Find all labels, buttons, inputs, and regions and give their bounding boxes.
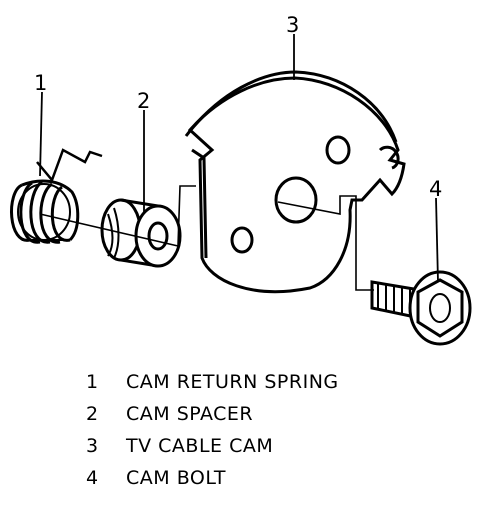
legend-item: 1 CAM RETURN SPRING: [86, 366, 466, 398]
legend-item: 3 TV CABLE CAM: [86, 430, 466, 462]
cam-bolt: [370, 270, 472, 346]
tv-cable-cam: [184, 70, 406, 293]
legend-item-label: CAM BOLT: [126, 467, 226, 489]
callout-1: 1: [34, 71, 47, 95]
legend-item-number: 3: [86, 435, 99, 457]
legend-item: 2 CAM SPACER: [86, 398, 466, 430]
legend-item-number: 2: [86, 403, 99, 425]
legend-item-label: CAM SPACER: [126, 403, 254, 425]
legend-item-label: CAM RETURN SPRING: [126, 371, 339, 393]
legend-item-label: TV CABLE CAM: [126, 435, 274, 457]
cam-return-spring: [10, 148, 103, 244]
callout-3: 3: [286, 13, 299, 37]
legend-item-number: 1: [86, 371, 99, 393]
callout-leaders: [39, 34, 439, 283]
assembly-centerlines: [39, 185, 374, 291]
legend-item: 4 CAM BOLT: [86, 462, 466, 494]
callout-2: 2: [137, 89, 150, 113]
cam-spacer: [100, 198, 182, 268]
callout-4: 4: [429, 177, 442, 201]
legend-item-number: 4: [86, 467, 99, 489]
parts-legend: 1 CAM RETURN SPRING 2 CAM SPACER 3 TV CABLE…: [86, 366, 466, 494]
exploded-parts-diagram: 1 2 3 4: [10, 13, 472, 346]
